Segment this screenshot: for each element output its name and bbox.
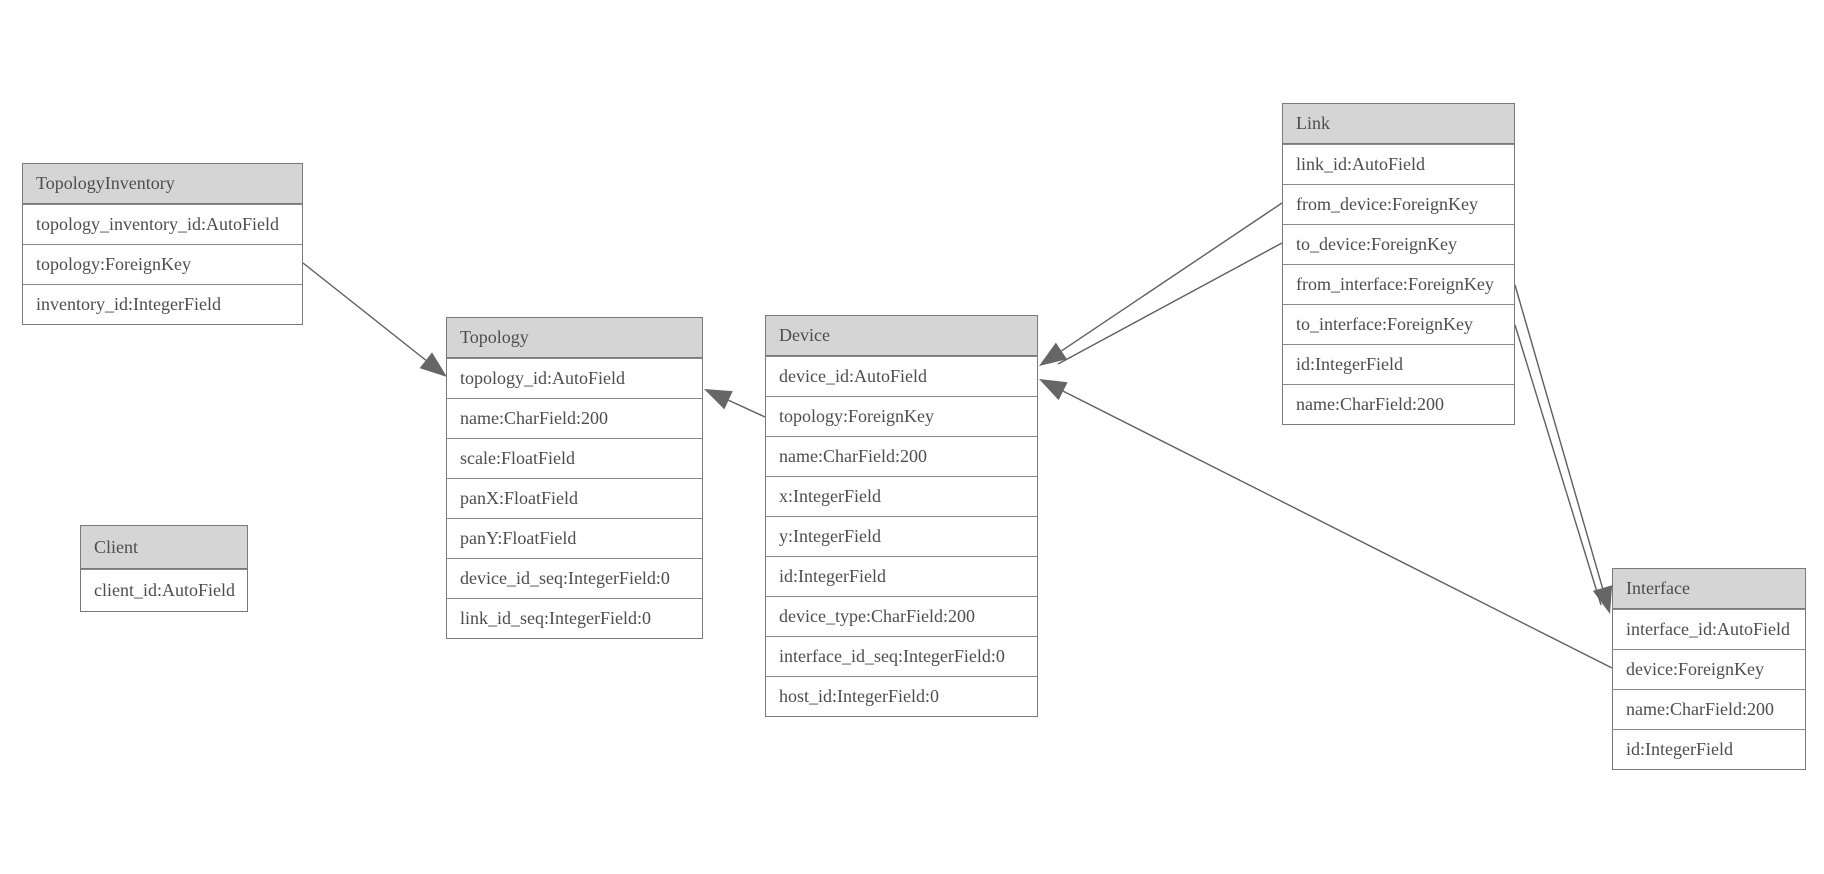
entity-title-client: Client	[81, 526, 247, 569]
field-row-client-client_id: client_id:AutoField	[81, 569, 247, 611]
field-row-link-to_interface: to_interface:ForeignKey	[1283, 304, 1514, 344]
arrowhead-link-from-device-to-device	[1039, 342, 1067, 366]
field-row-device-x: x:IntegerField	[766, 476, 1037, 516]
entity-title-topology: Topology	[447, 318, 702, 358]
edge-link-to-interface-to-interface	[1514, 324, 1602, 606]
field-row-link-id: id:IntegerField	[1283, 344, 1514, 384]
entity-title-topologyinventory: TopologyInventory	[23, 164, 302, 204]
field-row-topology-panX: panX:FloatField	[447, 478, 702, 518]
field-row-topology-name: name:CharField:200	[447, 398, 702, 438]
field-row-topology-scale: scale:FloatField	[447, 438, 702, 478]
field-row-interface-interface_id: interface_id:AutoField	[1613, 609, 1805, 649]
field-row-topology-device_id_seq: device_id_seq:IntegerField:0	[447, 558, 702, 598]
field-row-link-to_device: to_device:ForeignKey	[1283, 224, 1514, 264]
field-row-topologyinventory-topology: topology:ForeignKey	[23, 244, 302, 284]
field-row-link-name: name:CharField:200	[1283, 384, 1514, 424]
field-row-device-topology: topology:ForeignKey	[766, 396, 1037, 436]
field-row-link-from_device: from_device:ForeignKey	[1283, 184, 1514, 224]
arrowhead-interface-to-device	[1039, 379, 1068, 401]
field-row-device-host_id: host_id:IntegerField:0	[766, 676, 1037, 716]
field-row-topologyinventory-topology_inventory_id: topology_inventory_id:AutoField	[23, 204, 302, 244]
field-row-device-device_type: device_type:CharField:200	[766, 596, 1037, 636]
field-row-device-y: y:IntegerField	[766, 516, 1037, 556]
field-row-interface-name: name:CharField:200	[1613, 689, 1805, 729]
field-row-topology-link_id_seq: link_id_seq:IntegerField:0	[447, 598, 702, 638]
field-row-link-from_interface: from_interface:ForeignKey	[1283, 264, 1514, 304]
entity-title-link: Link	[1283, 104, 1514, 144]
edge-topologyinventory-to-topology	[302, 262, 427, 361]
field-row-interface-device: device:ForeignKey	[1613, 649, 1805, 689]
edge-link-to-device-to-device	[1057, 242, 1283, 365]
field-row-topology-topology_id: topology_id:AutoField	[447, 358, 702, 398]
field-row-device-name: name:CharField:200	[766, 436, 1037, 476]
edge-link-from-interface-to-interface	[1514, 284, 1604, 589]
entity-title-device: Device	[766, 316, 1037, 356]
entity-title-interface: Interface	[1613, 569, 1805, 609]
field-row-link-link_id: link_id:AutoField	[1283, 144, 1514, 184]
edge-link-from-device-to-device	[1061, 202, 1283, 352]
edge-device-to-topology	[728, 399, 766, 418]
arrowhead-topologyinventory-to-topology	[419, 352, 447, 377]
field-row-device-id: id:IntegerField	[766, 556, 1037, 596]
arrowhead-device-to-topology	[704, 389, 733, 410]
field-row-interface-id: id:IntegerField	[1613, 729, 1805, 769]
field-row-topology-panY: panY:FloatField	[447, 518, 702, 558]
field-row-topologyinventory-inventory_id: inventory_id:IntegerField	[23, 284, 302, 324]
field-row-device-interface_id_seq: interface_id_seq:IntegerField:0	[766, 636, 1037, 676]
edge-interface-to-device	[1062, 390, 1613, 669]
field-row-device-device_id: device_id:AutoField	[766, 356, 1037, 396]
